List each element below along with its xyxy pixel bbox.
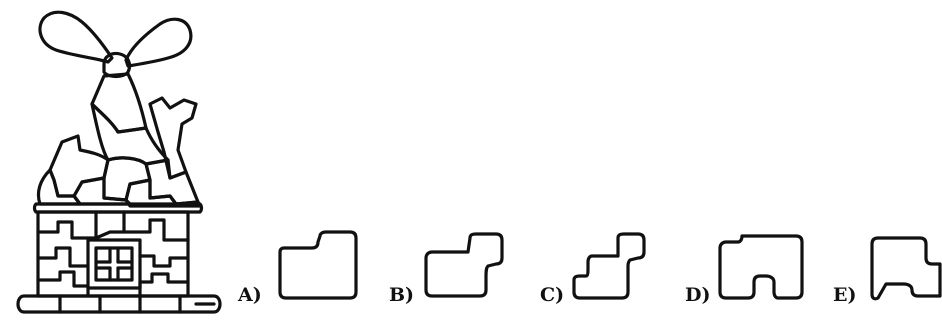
- roof-bottom-right: [126, 180, 200, 206]
- wall-line-5: [140, 256, 188, 266]
- option-e-label[interactable]: E): [833, 286, 856, 305]
- wall-line-2: [96, 212, 124, 238]
- roof-top-piece: [92, 74, 146, 132]
- wall-line-4: [38, 248, 88, 266]
- window-cross-h: [96, 262, 132, 268]
- piece-e-icon: [872, 238, 940, 299]
- wall-line-7: [140, 274, 188, 296]
- roof-bottom-left: [38, 170, 80, 204]
- wall-line-6: [38, 272, 88, 296]
- option-a-label[interactable]: A): [238, 286, 262, 305]
- wall-line-3: [124, 220, 188, 240]
- window-inner: [96, 248, 132, 280]
- piece-a-icon: [280, 232, 356, 298]
- window-cross-v: [110, 248, 118, 280]
- option-b-label[interactable]: B): [389, 286, 414, 305]
- bow-left-loop: [40, 12, 112, 62]
- wall-line-1: [38, 222, 96, 238]
- piece-d-icon: [720, 236, 802, 298]
- option-d-label[interactable]: D): [685, 286, 710, 305]
- foundation-lines: [60, 296, 214, 312]
- piece-c-icon: [574, 234, 644, 298]
- foundation: [18, 296, 220, 312]
- roof-upper-piece: [92, 104, 168, 164]
- house-drawing: [18, 12, 220, 312]
- roof-bottom-mid: [74, 178, 130, 204]
- piece-b-icon: [426, 234, 502, 296]
- option-c-label[interactable]: C): [540, 286, 564, 305]
- bow-right-loop: [126, 19, 191, 66]
- chimney: [150, 98, 196, 178]
